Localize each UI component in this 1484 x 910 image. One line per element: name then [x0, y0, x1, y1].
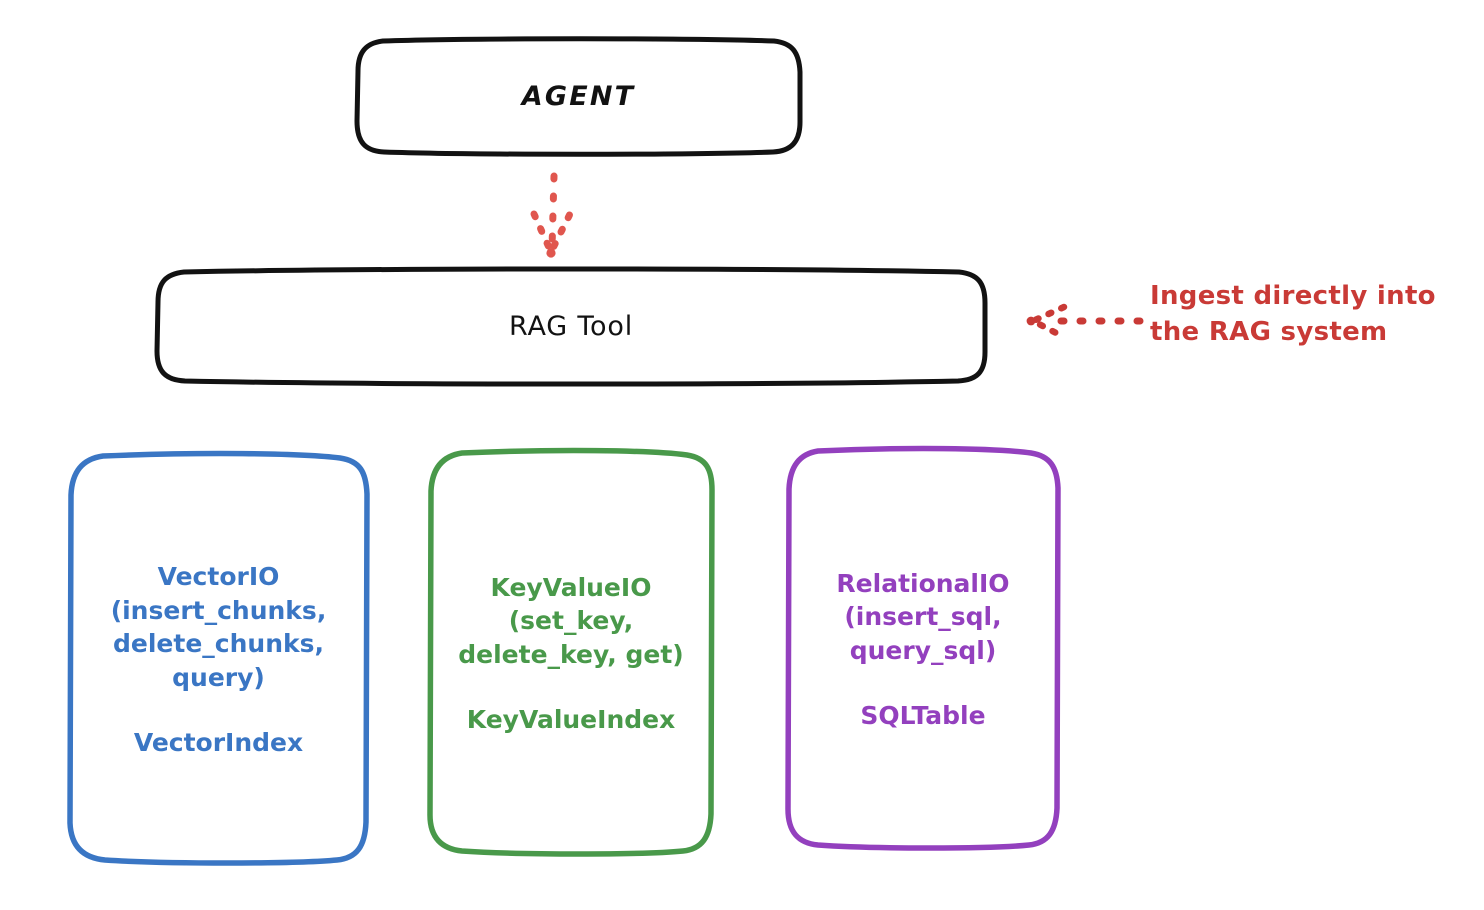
- rag-tool-label: RAG Tool: [508, 310, 633, 342]
- vector-io-node[interactable]: VectorIO (insert_chunks, delete_chunks, …: [70, 455, 367, 862]
- relational-io-box-outline: [785, 445, 1061, 851]
- key-value-io-box-outline: [427, 447, 715, 857]
- key-value-io-node[interactable]: KeyValueIO (set_key, delete_key, get) Ke…: [430, 452, 712, 853]
- rag-tool-box-outline: [154, 266, 988, 387]
- agent-to-rag-connector-arrow: [530, 172, 574, 258]
- vector-io-box-outline: [67, 450, 370, 866]
- ingest-annotation-text: Ingest directly into the RAG system: [1150, 281, 1436, 347]
- agent-node[interactable]: AGENT: [357, 40, 800, 153]
- ingest-connector-arrow: [1026, 303, 1144, 340]
- relational-io-node[interactable]: RelationalIO (insert_sql, query_sql) SQL…: [788, 450, 1058, 847]
- key-value-io-label: KeyValueIO (set_key, delete_key, get): [458, 572, 684, 669]
- rag-tool-node[interactable]: RAG Tool: [157, 271, 985, 382]
- agent-box-outline: [354, 36, 803, 157]
- agent-label: AGENT: [521, 80, 636, 112]
- key-value-index-label: KeyValueIndex: [466, 705, 676, 735]
- sql-table-label: SQLTable: [860, 701, 986, 731]
- relational-io-label: RelationalIO (insert_sql, query_sql): [836, 568, 1010, 665]
- vector-index-label: VectorIndex: [133, 728, 304, 757]
- vector-io-label: VectorIO (insert_chunks, delete_chunks, …: [110, 562, 327, 692]
